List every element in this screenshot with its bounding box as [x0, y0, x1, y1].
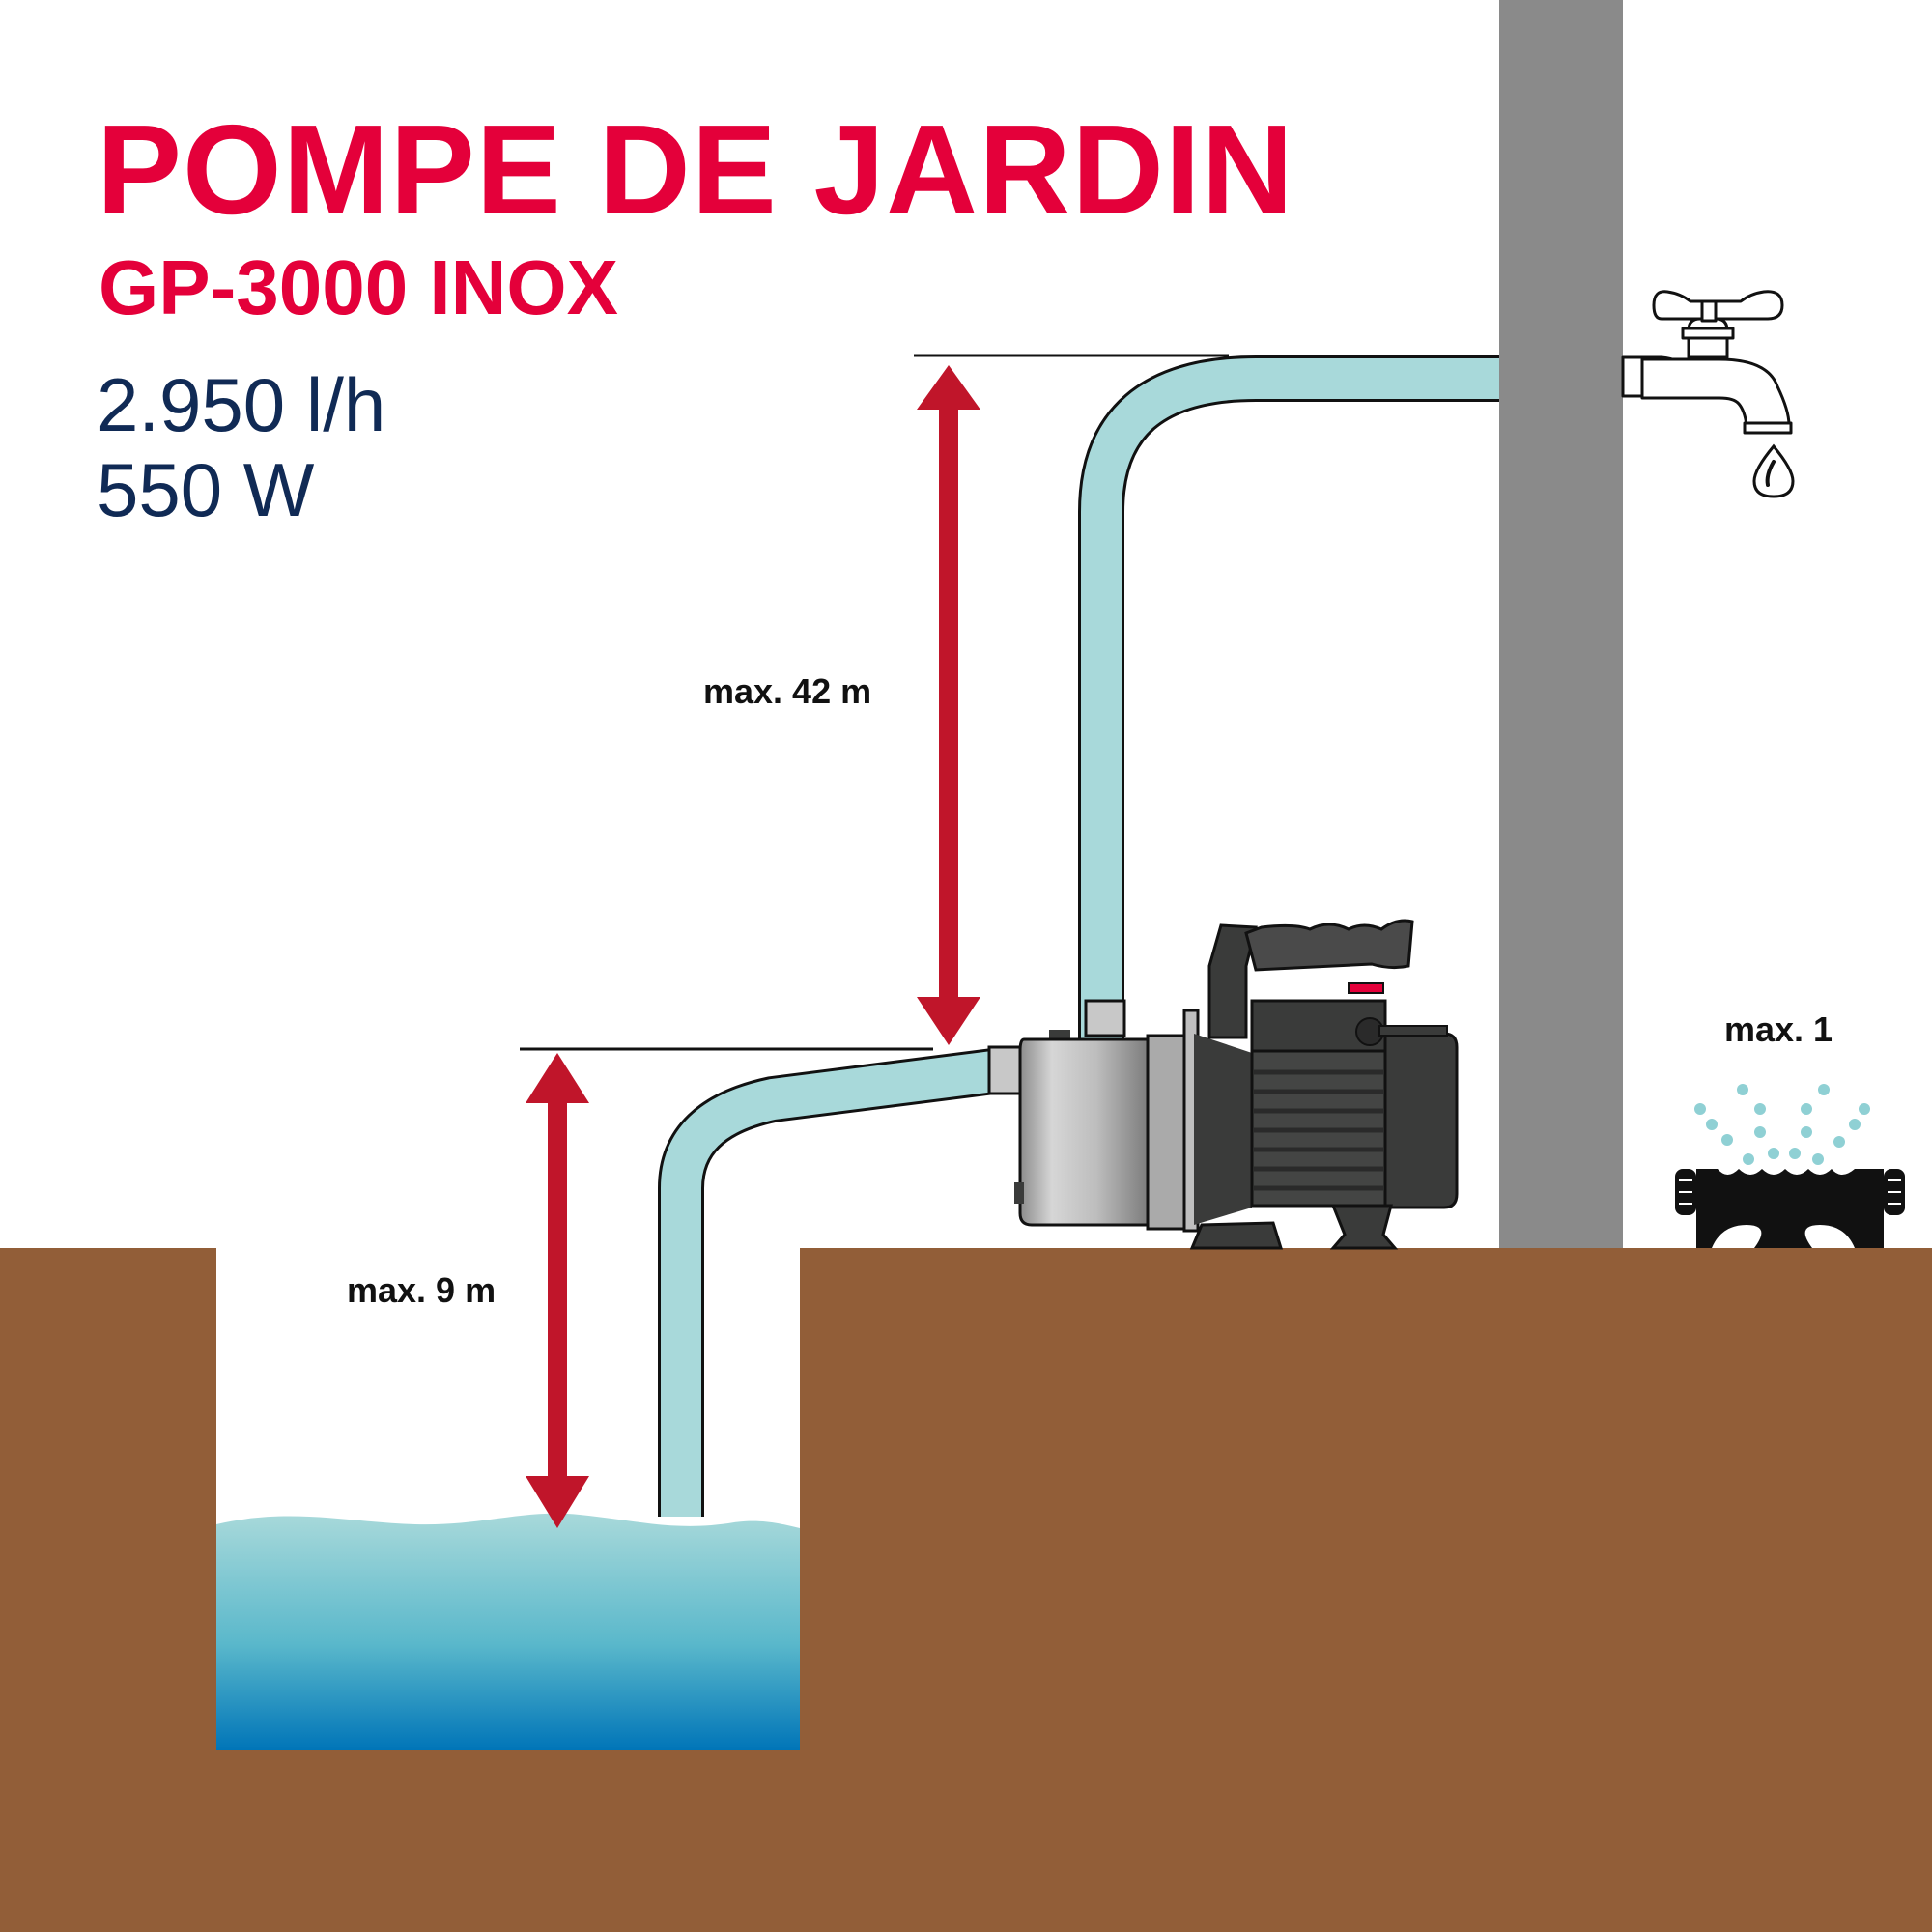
- power-spec: 550 W: [97, 447, 315, 532]
- tap-icon: [1621, 290, 1793, 435]
- model-name: GP-3000 INOX: [99, 244, 619, 330]
- ground-soil: [0, 1248, 1932, 1932]
- suction-depth-label: max. 9 m: [347, 1270, 497, 1310]
- flow-rate-spec: 2.950 l/h: [97, 362, 386, 447]
- delivery-height-label: max. 42 m: [703, 671, 872, 711]
- page-title: POMPE DE JARDIN: [97, 99, 1294, 241]
- suction-depth-arrow: [526, 1053, 589, 1528]
- sprinkler-icon: [1675, 1084, 1905, 1248]
- delivery-height-arrow: [917, 365, 980, 1045]
- water-surface: [216, 1513, 800, 1750]
- sprinkler-label: max. 1: [1724, 1009, 1833, 1049]
- wall-column: [1499, 0, 1623, 1248]
- garden-pump-icon: [987, 919, 1459, 1250]
- water-drop-icon: [1752, 443, 1795, 498]
